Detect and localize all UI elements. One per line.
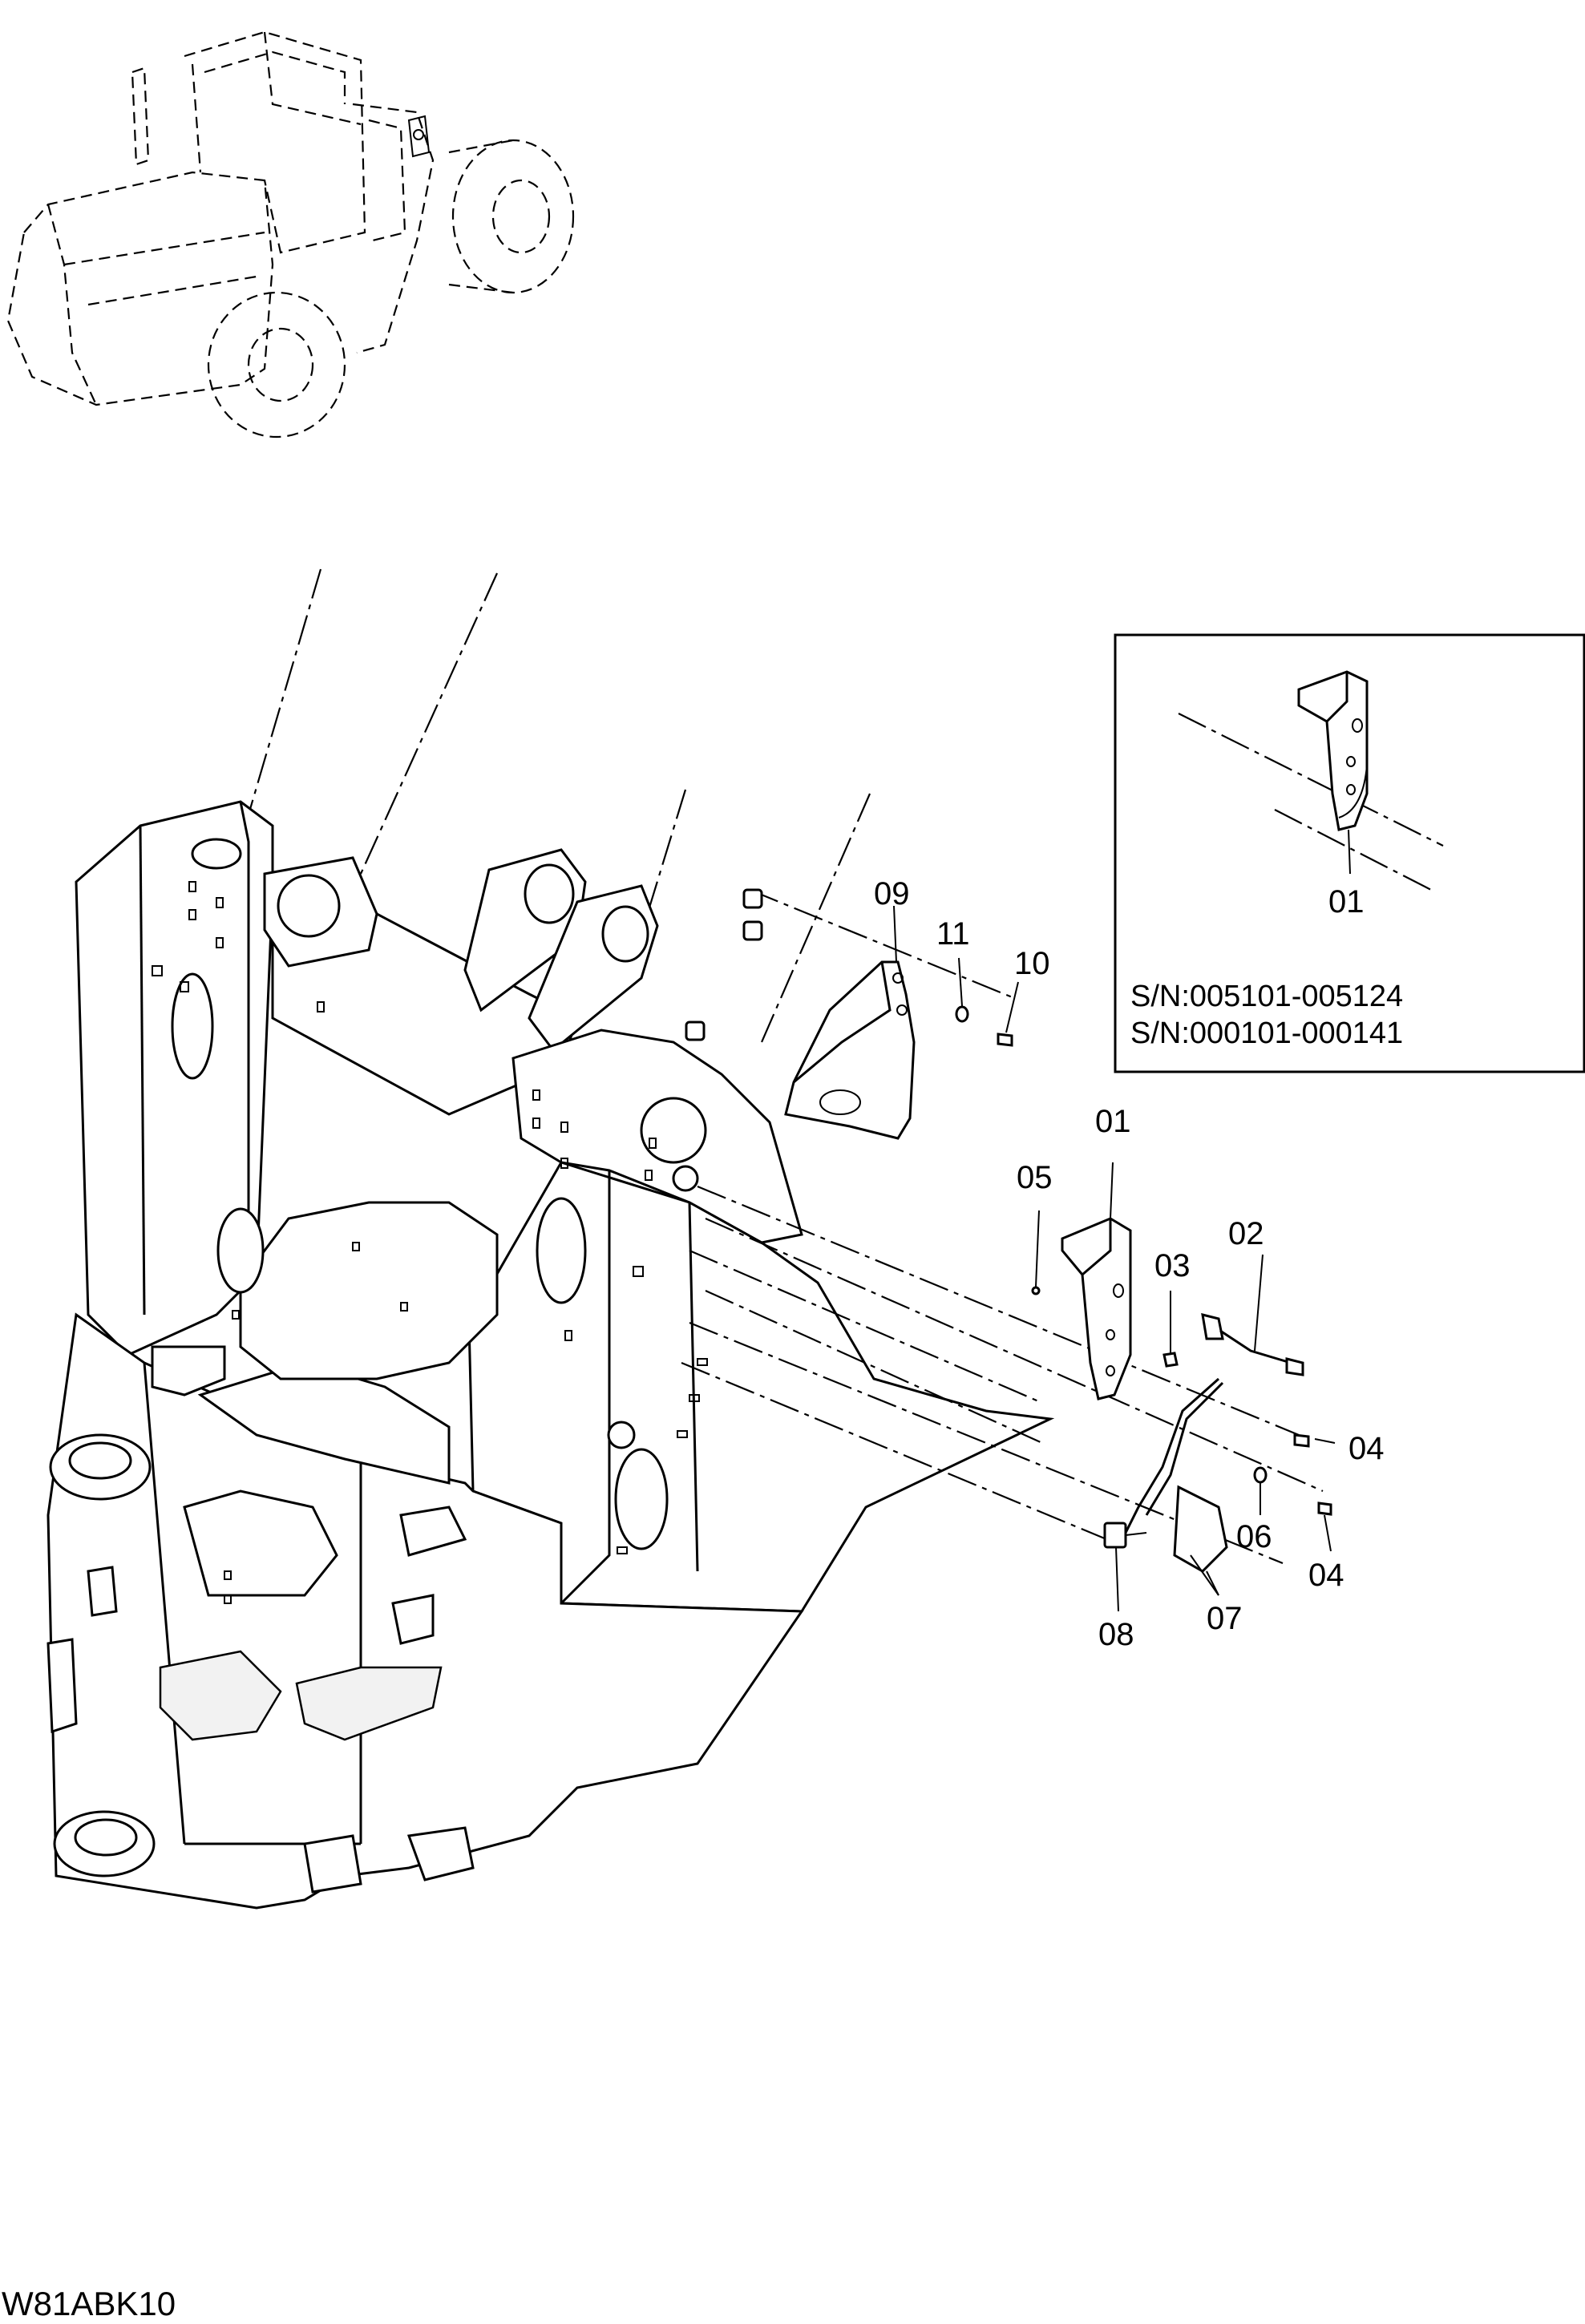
callout-08: 08 (1098, 1617, 1134, 1652)
callout-04-lower: 04 (1308, 1558, 1344, 1593)
part-01-bracket (1061, 1217, 1132, 1400)
part-spacers-top (685, 888, 763, 1041)
part-09-bracket (784, 960, 916, 1140)
part-08-connector (1103, 1522, 1147, 1549)
callout-03: 03 (1154, 1248, 1191, 1283)
callout-05: 05 (1017, 1160, 1053, 1195)
callout-labels: 09 11 10 01 05 02 03 04 06 04 07 08 (874, 876, 1385, 1652)
machine-overview-thumbnail (6, 30, 575, 439)
serial-inset-box: 01 S/N:005101-005124 S/N:000101-000141 (1114, 633, 1585, 1073)
callout-01: 01 (1095, 1104, 1131, 1139)
serial-range-1: S/N:005101-005124 (1130, 980, 1403, 1013)
part-11-washer (955, 1005, 969, 1023)
part-04-bolts (1293, 1433, 1332, 1516)
callout-02: 02 (1228, 1216, 1264, 1251)
part-07-harness (1121, 1377, 1228, 1573)
part-06-washer (1253, 1466, 1268, 1484)
serial-range-2: S/N:000101-000141 (1130, 1016, 1403, 1050)
front-frame (46, 800, 1055, 1910)
frame-bolt-holes (152, 881, 708, 1604)
callout-04-upper: 04 (1348, 1431, 1385, 1466)
part-03-nut (1162, 1352, 1179, 1368)
callout-10: 10 (1014, 946, 1050, 981)
part-05-bolt (1031, 1286, 1041, 1295)
inset-callout-01: 01 (1328, 884, 1365, 919)
callout-06: 06 (1236, 1519, 1272, 1554)
callout-11: 11 (936, 916, 970, 952)
callout-07: 07 (1207, 1601, 1243, 1636)
drawing-code: W81ABK10 (2, 2285, 176, 2322)
part-02-sensor (1201, 1312, 1304, 1376)
callout-09: 09 (874, 876, 910, 911)
leader-lines (893, 905, 1336, 1612)
part-10-bolt (997, 1033, 1013, 1047)
